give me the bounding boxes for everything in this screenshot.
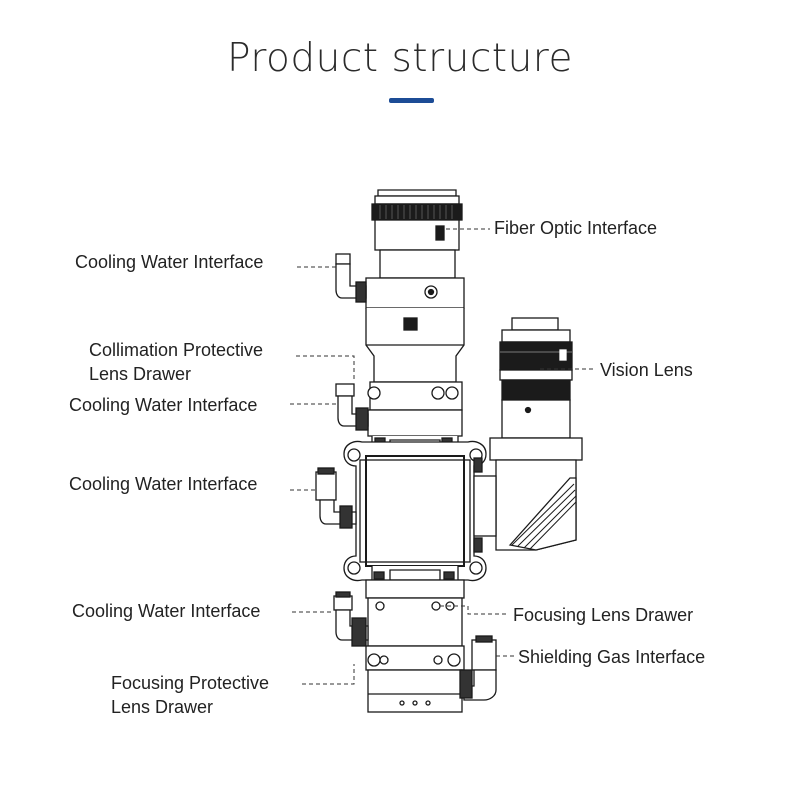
central-housing [343, 440, 487, 599]
leader-collimation [296, 355, 355, 380]
label-cooling-water-interface-4: Cooling Water Interface [72, 601, 261, 621]
leader-lines [290, 228, 594, 685]
label-vision-lens: Vision Lens [600, 360, 693, 380]
fiber-optic-connector [371, 189, 463, 279]
page-title: Product structure [227, 36, 573, 81]
cooling-fitting-3 [315, 467, 357, 529]
cooling-fitting-4 [333, 591, 369, 647]
label-cooling-water-interface-3: Cooling Water Interface [69, 474, 258, 494]
label-collimation-line1: Collimation Protective [89, 340, 264, 360]
leader-focusing-lens [440, 605, 508, 615]
label-focusing-lens-drawer: Focusing Lens Drawer [513, 605, 694, 625]
title-accent-bar [389, 98, 434, 103]
label-focusing-protective-line2: Lens Drawer [111, 697, 214, 717]
label-fiber-optic-interface: Fiber Optic Interface [494, 218, 658, 238]
cooling-fitting-2 [335, 383, 369, 431]
label-collimation-line2: Lens Drawer [89, 364, 192, 384]
focusing-module [365, 597, 465, 713]
label-cooling-water-interface-2: Cooling Water Interface [69, 395, 258, 415]
label-focusing-protective-line1: Focusing Protective [111, 673, 270, 693]
collimation-module [365, 277, 465, 453]
shielding-gas-fitting [459, 635, 497, 701]
label-shielding-gas-interface: Shielding Gas Interface [518, 647, 706, 667]
leader-focusing-protective [302, 664, 355, 685]
vision-lens-assembly [473, 317, 583, 553]
cooling-fitting-1 [335, 253, 367, 303]
label-cooling-water-interface-1: Cooling Water Interface [75, 252, 264, 272]
